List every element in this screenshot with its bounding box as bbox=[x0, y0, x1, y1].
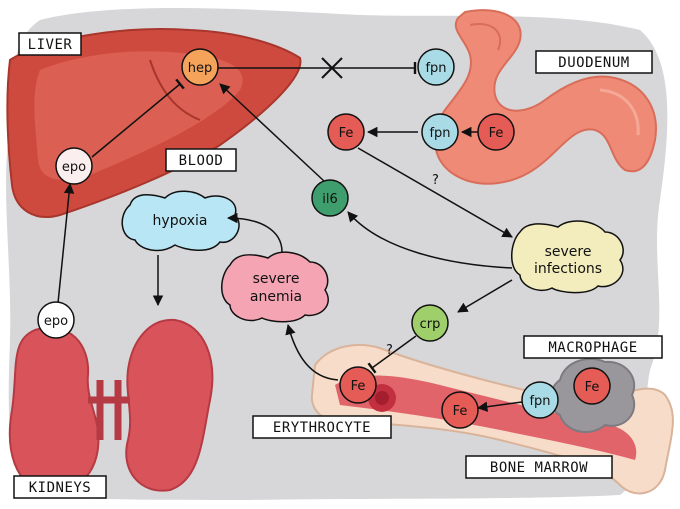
svg-text:crp: crp bbox=[420, 317, 441, 332]
fpn-to-marrow-fe-arrow bbox=[476, 401, 523, 412]
svg-text:Fe: Fe bbox=[351, 379, 366, 394]
svg-text:Fe: Fe bbox=[453, 404, 468, 419]
epo-liver-inhibits-hep-line bbox=[91, 78, 185, 158]
svg-text:KIDNEYS: KIDNEYS bbox=[29, 480, 92, 496]
crp-node: crp bbox=[411, 304, 449, 342]
svg-text:BLOOD: BLOOD bbox=[179, 153, 224, 169]
svg-text:anemia: anemia bbox=[250, 289, 302, 305]
kidneys-organ bbox=[8, 318, 214, 492]
svg-text:il6: il6 bbox=[322, 192, 338, 207]
il6-to-hep-arrow bbox=[219, 83, 325, 182]
svg-text:fpn: fpn bbox=[425, 61, 446, 76]
infections-to-crp-arrow bbox=[457, 279, 513, 313]
svg-text:Fe: Fe bbox=[339, 126, 354, 141]
severe-infections-blob: severe infections bbox=[511, 220, 624, 294]
svg-text:epo: epo bbox=[44, 314, 68, 329]
duodenum-label: DUODENUM bbox=[535, 50, 653, 74]
svg-text:Fe: Fe bbox=[585, 380, 600, 395]
svg-text:Fe: Fe bbox=[489, 126, 504, 141]
macrophage-label: MACROPHAGE bbox=[523, 335, 663, 359]
kidneys-label: KIDNEYS bbox=[13, 475, 107, 499]
anemia-to-hypoxia-arrow bbox=[226, 212, 283, 253]
il6-node: il6 bbox=[311, 179, 349, 217]
svg-text:hep: hep bbox=[188, 61, 213, 76]
epo-kidney-to-epo-liver-arrow bbox=[57, 182, 75, 304]
erythrocyte-label: ERYTHROCYTE bbox=[252, 415, 392, 439]
svg-text:fpn: fpn bbox=[529, 394, 550, 409]
fe-duodenum-node: Fe bbox=[477, 113, 515, 151]
crp-question-mark: ? bbox=[386, 343, 393, 358]
epo-liver-node: epo bbox=[55, 147, 93, 185]
blocked-cross-mark bbox=[321, 57, 343, 79]
fe-to-infections-arrow bbox=[357, 147, 513, 238]
svg-text:DUODENUM: DUODENUM bbox=[558, 55, 629, 71]
fe-marrow-node: Fe bbox=[441, 391, 479, 429]
bone-marrow-label: BONE MARROW bbox=[465, 455, 613, 479]
svg-text:epo: epo bbox=[62, 160, 86, 175]
hypoxia-blob: hypoxia bbox=[121, 190, 240, 252]
svg-text:infections: infections bbox=[534, 261, 602, 277]
svg-text:ERYTHROCYTE: ERYTHROCYTE bbox=[273, 420, 371, 436]
fpn-duodenum-mid-node: fpn bbox=[421, 113, 459, 151]
fpn-duodenum-top-node: fpn bbox=[417, 48, 455, 86]
blood-label: BLOOD bbox=[165, 148, 237, 172]
fe-blood-node: Fe bbox=[327, 113, 365, 151]
svg-text:fpn: fpn bbox=[429, 126, 450, 141]
severe-anemia-blob: severe anemia bbox=[221, 251, 329, 323]
hep-node: hep bbox=[181, 48, 219, 86]
fe-erythrocyte-node: Fe bbox=[339, 366, 377, 404]
fe-macrophage-node: Fe bbox=[573, 367, 611, 405]
svg-text:LIVER: LIVER bbox=[28, 37, 73, 53]
crp-inhibits-erythrocyte-line bbox=[367, 335, 417, 374]
svg-text:BONE MARROW: BONE MARROW bbox=[490, 460, 588, 476]
fpn-macrophage-node: fpn bbox=[521, 381, 559, 419]
svg-text:severe: severe bbox=[545, 244, 592, 260]
liver-label: LIVER bbox=[18, 32, 82, 56]
erythrocyte-to-anemia-arrow bbox=[285, 323, 339, 381]
svg-text:severe: severe bbox=[253, 271, 300, 287]
infections-to-il6-arrow bbox=[347, 211, 513, 269]
epo-kidney-node: epo bbox=[37, 301, 75, 339]
infection-question-mark: ? bbox=[432, 173, 439, 188]
connectors bbox=[57, 57, 523, 412]
svg-text:MACROPHAGE: MACROPHAGE bbox=[548, 340, 637, 356]
svg-text:hypoxia: hypoxia bbox=[153, 213, 208, 229]
